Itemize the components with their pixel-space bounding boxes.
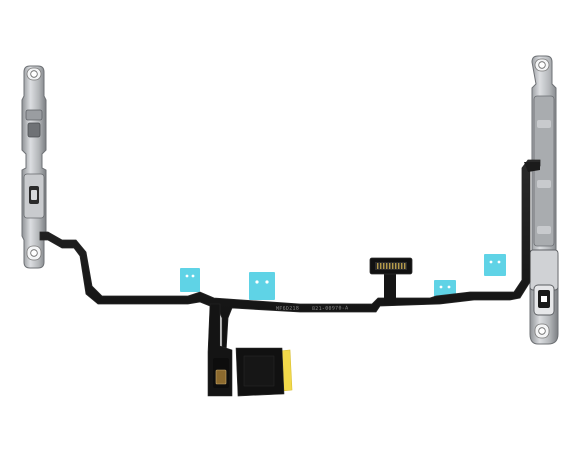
flex-stiffener [235, 347, 285, 397]
left-metal-bracket [21, 65, 47, 269]
microphone-icon [215, 369, 227, 385]
blue-tape-tab [180, 268, 200, 292]
board-connector [369, 257, 413, 275]
connector-stem [384, 270, 396, 304]
flex-print-code-right: MF6D218 [276, 306, 299, 312]
flex-print-code-left: 821-00970-A [312, 305, 349, 312]
right-metal-bracket [529, 55, 559, 345]
microphone-branch [207, 303, 233, 397]
blue-tape-tabs [180, 254, 506, 300]
blue-tape-tab [249, 272, 275, 300]
blue-tape-tab [484, 254, 506, 276]
flex-ribbon [39, 159, 541, 353]
